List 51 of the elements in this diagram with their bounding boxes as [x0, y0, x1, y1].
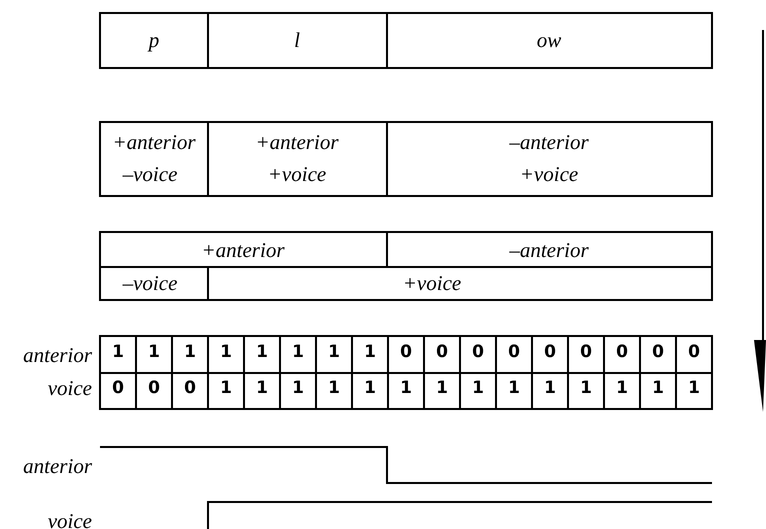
- feature-value: –anterior: [509, 132, 589, 154]
- row-label: voice: [48, 378, 92, 400]
- bit-value: 0: [544, 344, 556, 364]
- bit-value: 0: [508, 344, 520, 364]
- bit-value: 1: [184, 344, 196, 364]
- bit-value: 1: [148, 344, 160, 364]
- row-label: anterior: [23, 345, 92, 367]
- row-label: anterior: [23, 456, 92, 478]
- bit-value: 1: [364, 344, 376, 364]
- bit-value: 1: [472, 380, 484, 400]
- feature-value: +anterior: [255, 132, 338, 154]
- bit-value: 1: [292, 380, 304, 400]
- row-label: voice: [48, 511, 92, 529]
- feature-value: –voice: [122, 164, 178, 186]
- bit-value: 1: [508, 380, 520, 400]
- bit-value: 0: [400, 344, 412, 364]
- segment-label: ow: [536, 30, 562, 52]
- bit-value: 0: [616, 344, 628, 364]
- bit-value: 1: [292, 344, 304, 364]
- bit-value: 1: [400, 380, 412, 400]
- bit-value: 1: [112, 344, 124, 364]
- bit-value: 1: [544, 380, 556, 400]
- feature-value: –voice: [122, 273, 178, 295]
- feature-value: +voice: [402, 273, 462, 295]
- segment-label: p: [148, 30, 160, 52]
- bit-value: 1: [652, 380, 664, 400]
- bit-value: 1: [580, 380, 592, 400]
- bit-value: 1: [328, 380, 340, 400]
- bit-value: 0: [148, 380, 160, 400]
- feature-value: +anterior: [112, 132, 196, 154]
- bit-value: 0: [688, 344, 700, 364]
- bit-value: 1: [256, 380, 268, 400]
- feature-value: +anterior: [201, 240, 284, 262]
- bit-value: 1: [688, 380, 700, 400]
- bit-value: 0: [652, 344, 664, 364]
- bit-value: 0: [580, 344, 592, 364]
- feature-value: –anterior: [509, 240, 589, 262]
- bit-value: 1: [436, 380, 448, 400]
- feature-value: +voice: [520, 164, 578, 186]
- bit-value: 0: [184, 380, 196, 400]
- segment-label: l: [294, 30, 300, 52]
- feature-value: +voice: [268, 164, 326, 186]
- bit-value: 0: [472, 344, 484, 364]
- bit-value: 1: [616, 380, 628, 400]
- bit-value: 1: [328, 344, 340, 364]
- bit-value: 0: [112, 380, 124, 400]
- bit-value: 1: [220, 380, 232, 400]
- bit-value: 0: [436, 344, 448, 364]
- bit-value: 1: [220, 344, 232, 364]
- bit-value: 1: [256, 344, 268, 364]
- bit-value: 1: [364, 380, 376, 400]
